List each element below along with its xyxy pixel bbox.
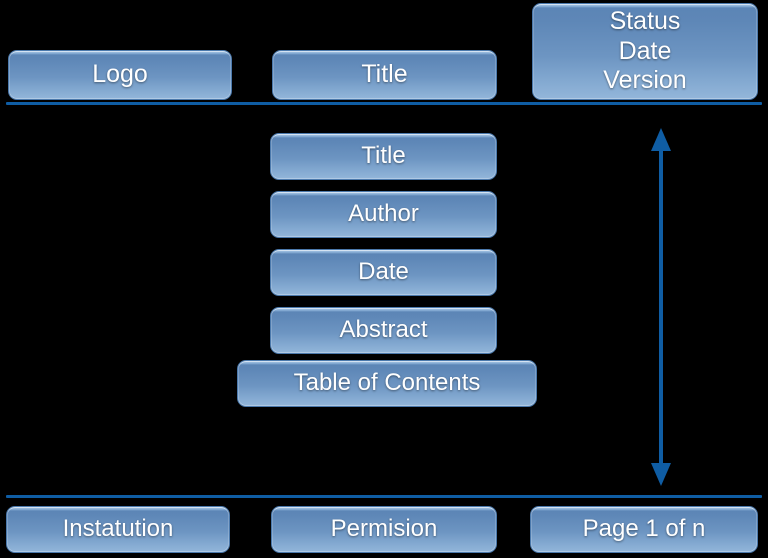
body-block-date-label: Date — [358, 258, 409, 286]
header-logo-block[interactable]: Logo — [8, 50, 232, 100]
body-block-abstract[interactable]: Abstract — [270, 307, 497, 354]
body-block-author-label: Author — [348, 200, 419, 228]
body-block-abstract-label: Abstract — [339, 316, 428, 344]
header-logo-label: Logo — [92, 60, 148, 89]
arrow-shaft — [659, 146, 663, 468]
footer-page-number-label: Page 1 of n — [582, 515, 706, 543]
header-title-block[interactable]: Title — [272, 50, 497, 100]
header-title-label: Title — [361, 60, 408, 89]
header-meta-label: Status Date Version — [603, 7, 687, 95]
content-height-extent-arrow — [641, 128, 681, 486]
footer-page-number-block[interactable]: Page 1 of n — [530, 506, 758, 553]
footer-permission-label: Permision — [330, 515, 438, 543]
footer-divider-rule — [6, 495, 762, 498]
body-block-author[interactable]: Author — [270, 191, 497, 238]
body-block-table-of-contents-label: Table of Contents — [293, 369, 481, 397]
footer-institution-block[interactable]: Instatution — [6, 506, 230, 553]
body-block-table-of-contents[interactable]: Table of Contents — [237, 360, 537, 407]
arrow-head-down-icon — [651, 463, 671, 486]
body-block-date[interactable]: Date — [270, 249, 497, 296]
body-block-title[interactable]: Title — [270, 133, 497, 180]
header-meta-block[interactable]: Status Date Version — [532, 3, 758, 100]
header-divider-rule — [6, 102, 762, 105]
footer-permission-block[interactable]: Permision — [271, 506, 497, 553]
arrow-head-up-icon — [651, 128, 671, 151]
footer-institution-label: Instatution — [62, 515, 174, 543]
body-block-title-label: Title — [361, 142, 406, 170]
